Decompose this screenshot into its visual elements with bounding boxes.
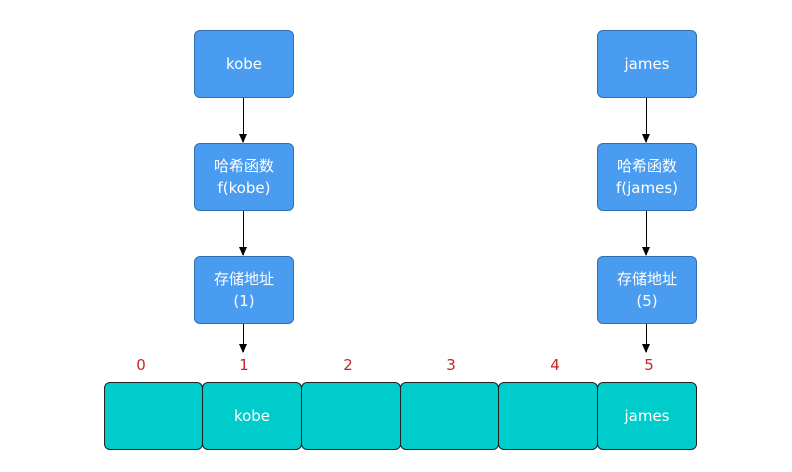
hash-function-title: 哈希函数 <box>213 157 274 175</box>
hash-function-node-james: 哈希函数 f(james) <box>597 143 697 211</box>
arrow-hash-to-addr-right <box>642 211 650 256</box>
arrow-addr-to-index-left <box>239 324 247 353</box>
storage-address-title: 存储地址 <box>616 270 677 288</box>
array-cell-5: james <box>597 382 697 450</box>
array-index-5: 5 <box>644 356 654 374</box>
arrow-hash-to-addr-left <box>239 211 247 256</box>
key-node-label: kobe <box>225 55 263 73</box>
storage-address-title: 存储地址 <box>213 270 274 288</box>
array-index-0: 0 <box>136 356 146 374</box>
storage-address-node-kobe: 存储地址 (1) <box>194 256 294 324</box>
array-index-2: 2 <box>343 356 353 374</box>
arrow-key-to-hash-left <box>239 98 247 143</box>
hash-function-node-kobe: 哈希函数 f(kobe) <box>194 143 294 211</box>
key-node-james: james <box>597 30 697 98</box>
array-cell-1: kobe <box>202 382 302 450</box>
array-index-4: 4 <box>550 356 560 374</box>
arrow-key-to-hash-right <box>642 98 650 143</box>
key-node-label: james <box>624 55 670 73</box>
storage-address-node-james: 存储地址 (5) <box>597 256 697 324</box>
array-index-1: 1 <box>239 356 249 374</box>
array-cell-0 <box>104 382 203 450</box>
array-cell-4 <box>498 382 598 450</box>
hash-function-expr: f(james) <box>616 179 678 197</box>
arrow-addr-to-index-right <box>642 324 650 353</box>
hash-function-title: 哈希函数 <box>616 157 677 175</box>
array-index-3: 3 <box>446 356 456 374</box>
array-cell-3 <box>400 382 499 450</box>
key-node-kobe: kobe <box>194 30 294 98</box>
hash-function-expr: f(kobe) <box>217 179 271 197</box>
array-cell-2 <box>301 382 401 450</box>
storage-address-value: (5) <box>636 292 658 310</box>
storage-address-value: (1) <box>233 292 255 310</box>
